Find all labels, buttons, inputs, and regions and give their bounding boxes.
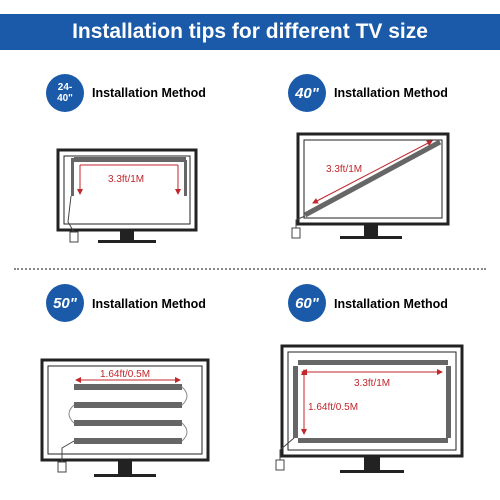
measure-label: 3.3ft/1M xyxy=(108,174,144,185)
led-strip-24-40 xyxy=(71,157,187,196)
size-badge-40: 40" xyxy=(288,74,326,112)
usb-cable-icon xyxy=(61,440,75,462)
installation-method-label: Installation Method xyxy=(92,297,206,311)
usb-cable-icon xyxy=(67,195,75,233)
measure-label: 3.3ft/1M xyxy=(354,378,390,389)
usb-plug-icon xyxy=(275,459,285,471)
size-badge-50: 50" xyxy=(46,284,84,322)
size-badge-24-40: 24- 40" xyxy=(46,74,84,112)
usb-plug-icon xyxy=(57,461,67,473)
monitor-24-40 xyxy=(56,148,198,243)
usb-cable-icon xyxy=(279,437,295,460)
installation-method-label: Installation Method xyxy=(334,297,448,311)
usb-plug-icon xyxy=(291,227,301,239)
measure-label: 3.3ft/1M xyxy=(326,164,362,175)
installation-method-label: Installation Method xyxy=(92,86,206,100)
led-strips-60 xyxy=(293,360,451,443)
usb-cable-icon xyxy=(295,215,306,228)
measure-label: 1.64ft/0.5M xyxy=(100,369,150,380)
led-strips-50 xyxy=(68,384,188,444)
measure-arrows-60 xyxy=(301,369,443,435)
measure-arrow-24-40 xyxy=(77,164,181,195)
measure-arrow-40 xyxy=(312,140,433,204)
usb-plug-icon xyxy=(69,231,79,243)
section-divider xyxy=(14,268,486,270)
installation-method-label: Installation Method xyxy=(334,86,448,100)
measure-label: 1.64ft/0.5M xyxy=(308,402,358,413)
page-title: Installation tips for different TV size xyxy=(72,20,428,43)
header-banner xyxy=(0,14,500,50)
size-badge-60: 60" xyxy=(288,284,326,322)
